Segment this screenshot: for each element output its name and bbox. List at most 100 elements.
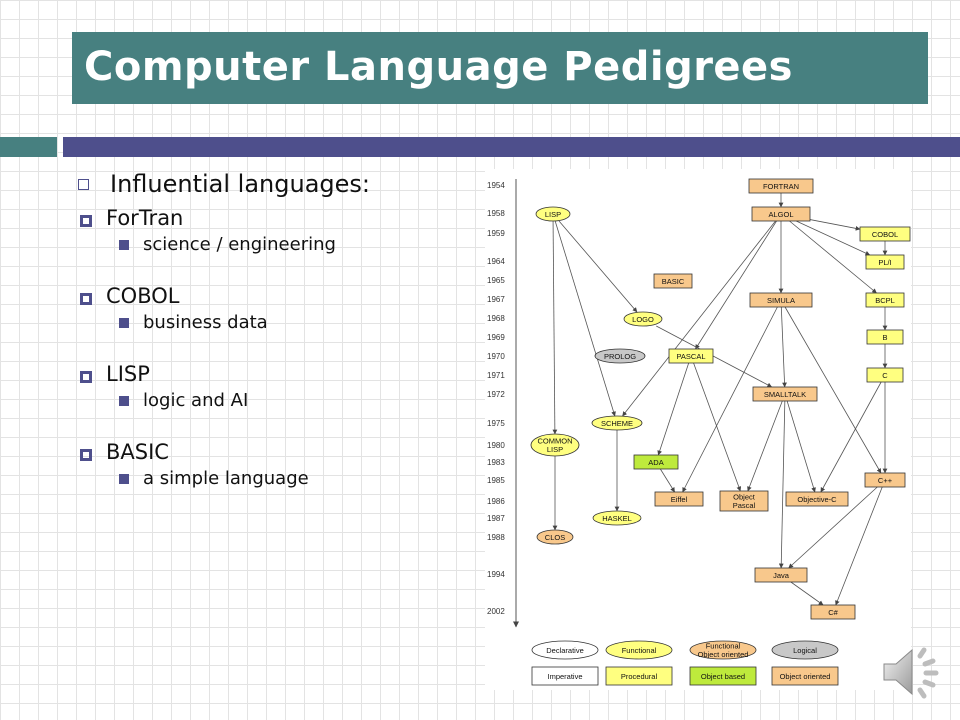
- year-label: 1965: [487, 276, 505, 285]
- node-scheme: SCHEME: [591, 415, 643, 431]
- square-bullet-icon: [80, 449, 92, 461]
- edge-java-csharp: [790, 581, 824, 606]
- year-label: 1968: [487, 314, 505, 323]
- node-basic-label: BASIC: [662, 277, 685, 286]
- year-label: 1969: [487, 333, 505, 342]
- node-objpascal-label: Pascal: [733, 501, 756, 510]
- node-simula: SIMULA: [749, 292, 813, 308]
- year-label: 1954: [487, 181, 505, 190]
- edge-lisp-commonlisp: [552, 220, 558, 435]
- node-haskel: HASKEL: [592, 510, 642, 526]
- bullet-item: COBOL: [80, 284, 480, 308]
- legend-declarative-label: Declarative: [546, 646, 584, 655]
- legend-procedural-label: Procedural: [621, 672, 658, 681]
- node-cpp: C++: [864, 472, 906, 488]
- legend-logical-label: Logical: [793, 646, 817, 655]
- node-pascal-label: PASCAL: [676, 352, 705, 361]
- node-objpascal-label: Object: [733, 493, 756, 502]
- node-haskel-label: HASKEL: [602, 514, 632, 523]
- node-smalltalk: SMALLTALK: [752, 386, 818, 402]
- node-clos: CLOS: [536, 529, 574, 545]
- node-ada: ADA: [633, 454, 679, 470]
- node-java-label: Java: [773, 571, 790, 580]
- edge-cpp-csharp: [835, 486, 883, 606]
- bullet-subitem: science / engineering: [119, 234, 480, 255]
- node-logo-label: LOGO: [632, 315, 654, 324]
- bullet-list: Influential languages: ForTran science /…: [78, 170, 480, 518]
- node-bcpl-label: BCPL: [875, 296, 895, 305]
- year-label: 1971: [487, 371, 505, 380]
- edge-c-objc: [820, 381, 882, 493]
- node-lisp: LISP: [535, 206, 571, 222]
- page-title: Computer Language Pedigrees: [84, 44, 793, 90]
- edge-ada-eiffel: [660, 468, 675, 493]
- legend-objbased: Object based: [689, 666, 757, 686]
- edge-pascal-ada: [657, 362, 690, 456]
- year-label: 1985: [487, 476, 505, 485]
- legend-functional-label: Functional: [622, 646, 657, 655]
- year-label: 1980: [487, 441, 505, 450]
- edge-lisp-logo: [558, 220, 638, 313]
- node-c: C: [866, 367, 904, 383]
- edge-simula-eiffel: [682, 306, 778, 493]
- node-lisp-label: LISP: [545, 210, 561, 219]
- node-eiffel: Eiffel: [654, 491, 704, 507]
- node-clos-label: CLOS: [545, 533, 565, 542]
- legend-funcoo-label: Functional: [706, 642, 741, 651]
- legend-imperative: Imperative: [531, 666, 599, 686]
- bullet-item: BASIC: [80, 440, 480, 464]
- node-csharp: C#: [810, 604, 856, 620]
- accent-strip-blue: [63, 137, 960, 157]
- node-prolog-label: PROLOG: [604, 352, 636, 361]
- edge-simula-cpp: [784, 306, 882, 474]
- legend-funcoo-label: Object oriented: [698, 650, 749, 659]
- edge-pascal-objpascal: [693, 362, 742, 492]
- bullet-heading: Influential languages:: [78, 170, 480, 198]
- edge-smalltalk-java: [778, 400, 786, 569]
- year-label: 1975: [487, 419, 505, 428]
- legend-objoriented-label: Object oriented: [780, 672, 831, 681]
- year-label: 1988: [487, 533, 505, 542]
- year-label: 1983: [487, 458, 505, 467]
- bullet-subitem-text: logic and AI: [143, 390, 249, 411]
- node-bcpl: BCPL: [865, 292, 905, 308]
- hollow-square-bullet-icon: [78, 179, 89, 190]
- node-cobol-label: COBOL: [872, 230, 898, 239]
- node-commonlisp-label: LISP: [547, 445, 563, 454]
- node-scheme-label: SCHEME: [601, 419, 633, 428]
- square-bullet-icon: [80, 371, 92, 383]
- edge-algol-scheme: [622, 220, 776, 417]
- bullet-heading-text: Influential languages:: [110, 170, 371, 198]
- edge-algol-bcpl: [789, 220, 877, 294]
- edge-cpp-java: [788, 486, 878, 569]
- speaker-icon[interactable]: [880, 642, 944, 702]
- legend-functional: Functional: [605, 640, 673, 660]
- year-label: 1994: [487, 570, 505, 579]
- year-label: 1970: [487, 352, 505, 361]
- year-label: 2002: [487, 607, 505, 616]
- edge-logo-smalltalk: [656, 325, 773, 388]
- filled-square-bullet-icon: [119, 318, 129, 328]
- square-bullet-icon: [80, 215, 92, 227]
- node-commonlisp-label: COMMON: [538, 437, 573, 446]
- bullet-subitem-text: business data: [143, 312, 268, 333]
- node-objc: Objective-C: [785, 491, 849, 507]
- pedigree-diagram-svg: 1954195819591964196519671968196919701971…: [487, 178, 911, 686]
- edge-algol-cobol: [809, 219, 861, 231]
- node-fortran: FORTRAN: [748, 178, 814, 194]
- node-logo: LOGO: [623, 311, 663, 327]
- filled-square-bullet-icon: [119, 474, 129, 484]
- node-c-label: C: [882, 371, 888, 380]
- year-label: 1967: [487, 295, 505, 304]
- edge-smalltalk-objc: [786, 400, 816, 493]
- year-label: 1959: [487, 229, 505, 238]
- edge-algol-pascal: [695, 220, 777, 350]
- legend-objbased-label: Object based: [701, 672, 745, 681]
- bullet-item-name: ForTran: [106, 206, 184, 230]
- node-cobol: COBOL: [859, 226, 911, 242]
- node-csharp-label: C#: [828, 608, 838, 617]
